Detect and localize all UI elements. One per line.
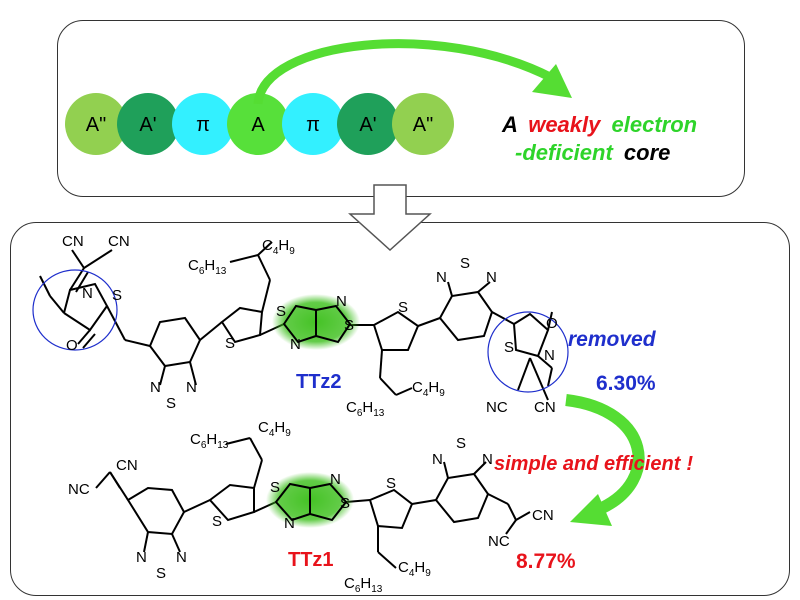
simple-efficient-label: simple and efficient! [494,453,693,475]
chain-circle [117,93,179,155]
chain-circle-label: A" [413,114,433,136]
side-chain-c4h9: C4H9 [262,237,295,257]
chain-circle [227,93,289,155]
chain-circle-label: A' [359,114,376,136]
ttz1-efficiency: 8.77% [516,550,576,573]
chain-circle [282,93,344,155]
atom-nc-label: NC [486,399,508,416]
atom-s-label: S [156,565,166,582]
improvement-arrow-head [570,494,612,526]
atom-n-label: N [436,269,447,286]
atom-n-label: N [136,549,147,566]
atom-s-label: S [270,479,280,496]
molecule-panel [10,222,790,596]
atom-s-label: S [344,317,354,334]
ttz1-structure [95,437,531,569]
atom-s-label: S [276,303,286,320]
side-chain-c6h13: C6H13 [344,575,383,595]
down-arrow [348,184,432,252]
atom-n-label: N [336,293,347,310]
ttz2-efficiency: 6.30% [596,372,656,395]
atom-n-label: N [482,451,493,468]
ttz2-label: TTz2 [296,371,342,393]
atom-nc-label: NC [488,533,510,550]
atom-n-label: N [544,347,555,364]
ttz2-structure [39,241,553,401]
atom-s-label: S [460,255,470,272]
atom-n-label: N [186,379,197,396]
improvement-arrow [565,394,645,514]
removed-group-circle-left [32,269,118,351]
side-chain-c4h9: C4H9 [258,419,291,439]
ttz2-core-rings [282,304,352,344]
chain-circle-label: π [306,114,320,136]
atom-s-label: S [456,435,466,452]
atom-s-label: S [112,287,122,304]
atom-n-label: N [284,515,295,532]
removed-group-circle-right [487,311,569,393]
atom-n-label: N [432,451,443,468]
atom-n-label: N [82,285,93,302]
side-chain-labels: C6H13 C4H9 C6H13 C4H9 C6H13 C4H9 C6H13 C… [188,237,445,595]
side-chain-c4h9: C4H9 [398,559,431,579]
core-arrow [253,39,555,105]
atom-s-label: S [504,339,514,356]
atom-s-label: S [166,395,176,412]
core-text-line2: -deficient core [515,140,670,165]
atom-o-label: O [546,315,558,332]
chain-circle-label: A' [139,114,156,136]
atom-s-label: S [398,299,408,316]
ttz1-core-rings [274,482,348,522]
side-chain-c6h13: C6H13 [188,257,227,277]
removed-label: removed [568,328,657,351]
atom-cn-label: CN [116,457,138,474]
atom-s-label: S [212,513,222,530]
core-text-line1: A weakly electron [501,112,697,137]
atom-cn-label: CN [62,233,84,250]
chain-circle [172,93,234,155]
side-chain-c6h13: C6H13 [190,431,229,451]
atom-cn-label: CN [534,399,556,416]
atom-n-label: N [486,269,497,286]
atom-labels: CN CN N S O N N S S N N S S S N N S S N … [62,233,558,582]
atom-nc-label: NC [68,481,90,498]
chain-circle [337,93,399,155]
atom-n-label: N [290,336,301,353]
chain-circle-label: A [251,114,265,136]
core-arrow-head [532,64,572,98]
chain-circle-label: π [196,114,210,136]
atom-n-label: N [150,379,161,396]
atom-s-label: S [386,475,396,492]
chain-circle-label: A" [86,114,106,136]
atom-o-label: O [66,337,78,354]
atom-cn-label: CN [108,233,130,250]
atom-n-label: N [330,471,341,488]
side-chain-c6h13: C6H13 [346,399,385,419]
atom-n-label: N [176,549,187,566]
atom-cn-label: CN [532,507,554,524]
chain-circle [65,93,127,155]
atom-s-label: S [340,495,350,512]
ttz1-label: TTz1 [288,549,334,571]
atom-s-label: S [225,335,235,352]
side-chain-c4h9: C4H9 [412,379,445,399]
chain-circle [392,93,454,155]
